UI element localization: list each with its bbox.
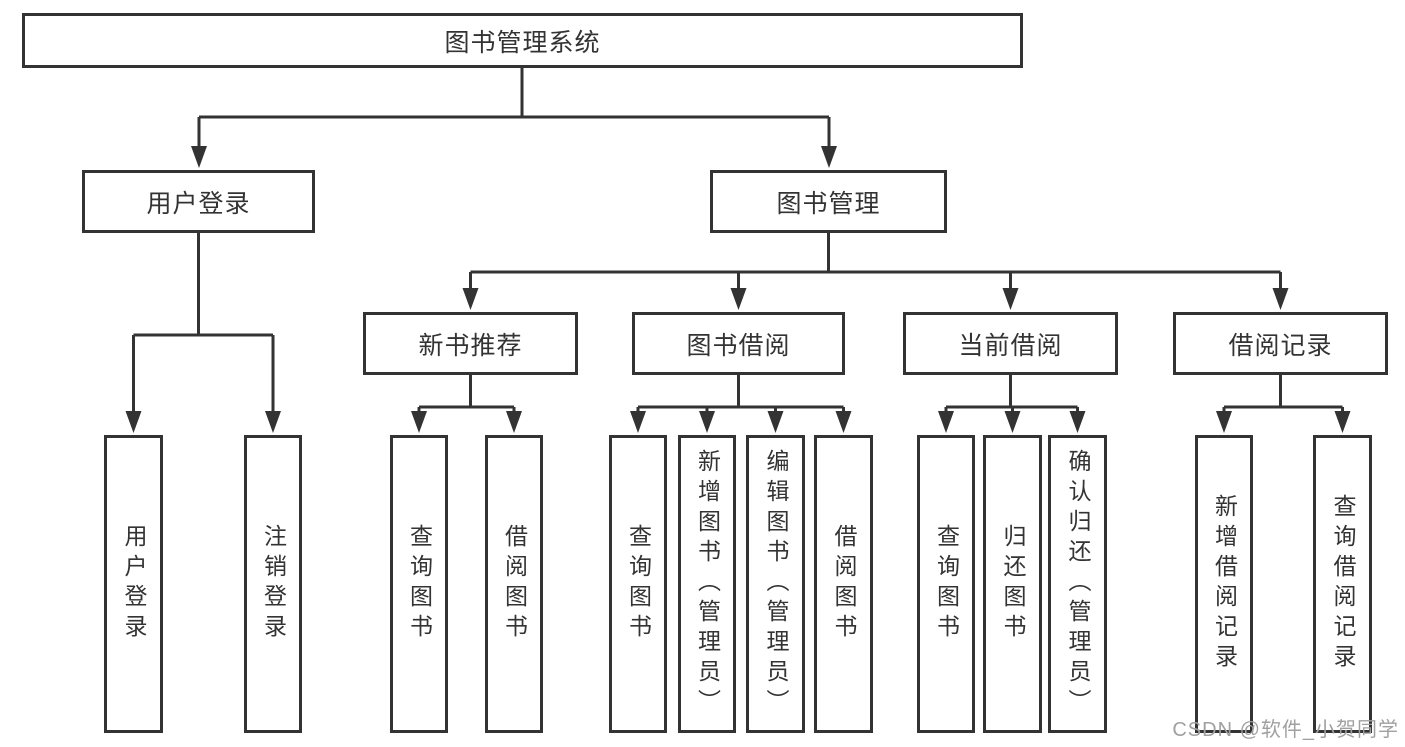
- leaf-borrowing-edit-books-admin: 编辑图书（管理员）: [746, 435, 805, 733]
- connector-new-book-recommend-children: [411, 375, 522, 433]
- node-user-login: 用户登录: [82, 170, 315, 233]
- leaf-records-add-borrow-record: 新增借阅记录: [1195, 435, 1253, 733]
- leaf-borrowing-query-books: 查询图书: [609, 435, 667, 733]
- node-book-management: 图书管理: [710, 170, 947, 233]
- node-book-borrowing: 图书借阅: [632, 312, 845, 375]
- connector-user-login-children: [125, 233, 281, 433]
- node-system-root: 图书管理系统: [22, 13, 1023, 68]
- leaf-newrec-borrow-books: 借阅图书: [485, 435, 543, 733]
- leaf-borrowing-borrow-books: 借阅图书: [814, 435, 873, 733]
- connector-book-borrowing-children: [630, 375, 852, 433]
- leaf-logout-login: 注销登录: [244, 435, 302, 733]
- leaf-newrec-query-books: 查询图书: [390, 435, 448, 733]
- leaf-current-return-books: 归还图书: [983, 435, 1042, 733]
- connector-current-borrowing-children: [938, 375, 1086, 433]
- leaf-records-query-borrow-record: 查询借阅记录: [1313, 435, 1372, 733]
- connector-root-to-level2: [191, 68, 837, 168]
- leaf-current-confirm-return-admin: 确认归还（管理员）: [1048, 435, 1107, 733]
- leaf-borrowing-add-books-admin: 新增图书（管理员）: [678, 435, 736, 733]
- node-borrow-records: 借阅记录: [1173, 312, 1388, 375]
- csdn-watermark: CSDN @软件_小贺同学: [1172, 719, 1399, 741]
- connector-book-management-children: [462, 233, 1289, 310]
- connector-borrow-records-children: [1216, 375, 1351, 433]
- leaf-current-query-books: 查询图书: [917, 435, 975, 733]
- node-new-book-recommend: 新书推荐: [363, 312, 578, 375]
- leaf-user-login: 用户登录: [104, 435, 163, 733]
- node-current-borrowing: 当前借阅: [903, 312, 1118, 375]
